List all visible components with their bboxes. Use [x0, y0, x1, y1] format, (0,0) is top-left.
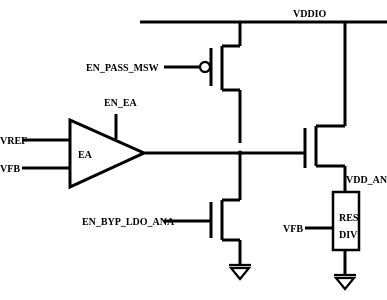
nmos-switch — [164, 153, 242, 265]
resistor-divider — [305, 190, 361, 275]
supply-rail — [140, 20, 387, 126]
ground-symbol — [333, 273, 357, 291]
pmos-gate-bubble — [198, 60, 212, 74]
vref-label: VREF — [0, 136, 27, 147]
vdd-ana-label: VDD_ANA — [346, 175, 387, 186]
error-amplifier — [22, 114, 305, 190]
en-pass-msw-label: EN_PASS_MSW — [86, 63, 159, 74]
en-byp-ldo-ana-label: EN_BYP_LDO_ANA — [82, 217, 175, 228]
res-div-line2: DIV — [339, 230, 358, 241]
ea-label: EA — [78, 150, 93, 161]
pmos-switch — [164, 44, 242, 143]
output-pass-device — [303, 124, 347, 192]
vddio-label: VDDIO — [293, 9, 327, 20]
vfb-divider-label: VFB — [283, 224, 303, 235]
res-div-line1: RES — [339, 213, 359, 224]
vfb-input-label: VFB — [0, 164, 20, 175]
en-ea-label: EN_EA — [104, 98, 138, 109]
ground-symbol — [228, 263, 252, 281]
